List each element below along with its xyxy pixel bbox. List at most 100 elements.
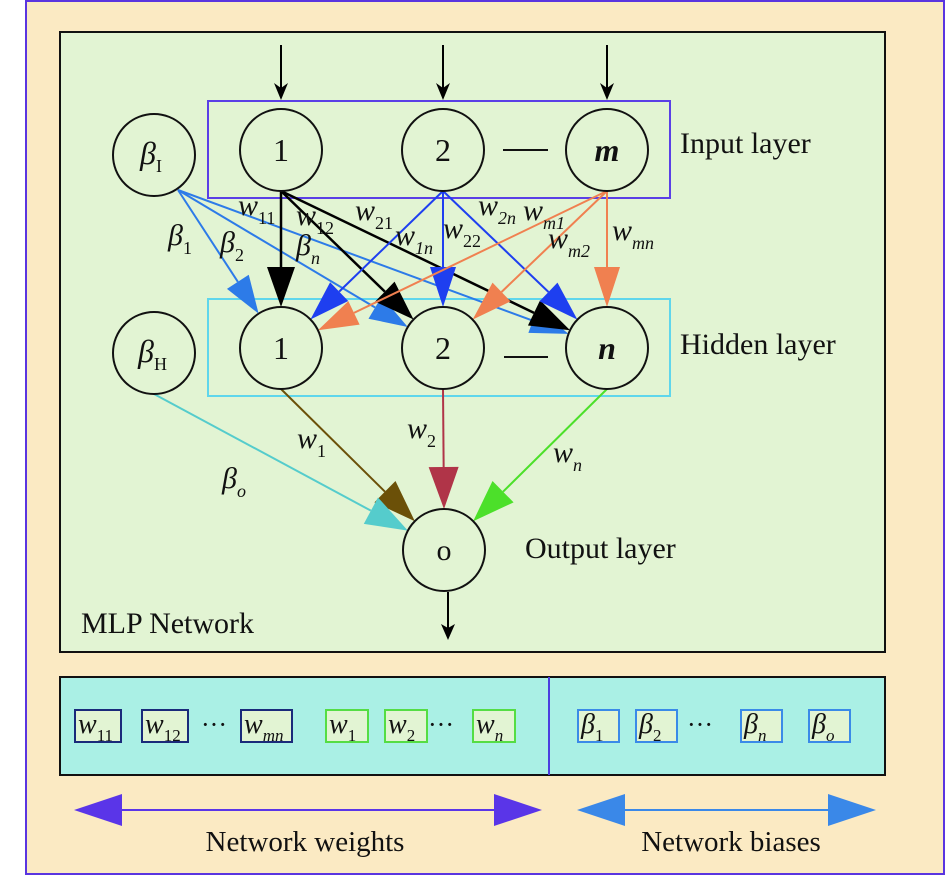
edge-wm2 bbox=[472, 190, 608, 320]
edge-label-wmn-sub: mn bbox=[632, 233, 654, 253]
nodes bbox=[112, 108, 649, 592]
edge-wm1 bbox=[317, 190, 608, 331]
edge-label-w2n-symbol: w bbox=[478, 189, 498, 222]
edge-out-w2 bbox=[428, 388, 459, 509]
param-betan-label: βn bbox=[743, 709, 766, 745]
param-w12-label-symbol: w bbox=[145, 709, 164, 740]
edge-label-w22-sub: 22 bbox=[463, 231, 481, 251]
edge-label-out-wn: wn bbox=[553, 436, 582, 475]
edge-w23 bbox=[442, 190, 578, 320]
input-layer-box bbox=[207, 100, 671, 199]
network-biases-arrow-right-head bbox=[828, 794, 876, 826]
input-bias-sub: I bbox=[156, 156, 162, 176]
edge-label-betan-symbol: β bbox=[295, 229, 311, 262]
hidden-layer-label: Hidden layer bbox=[680, 328, 836, 361]
network-weights-label: Network weights bbox=[206, 826, 405, 858]
input-arrows bbox=[274, 45, 614, 100]
hidden-layer-box bbox=[207, 298, 671, 397]
param-w12-label: w12 bbox=[145, 709, 181, 745]
param-w11-label-sub: 11 bbox=[97, 726, 113, 745]
hidden-bias-node-label: βH bbox=[137, 333, 167, 374]
edge-label-out-wn-symbol: w bbox=[553, 436, 573, 469]
param-wn-label: wn bbox=[476, 709, 503, 745]
param-betao-label: βo bbox=[811, 709, 834, 745]
edge-out-w1-head bbox=[374, 481, 415, 522]
param-w2-label-symbol: w bbox=[388, 709, 407, 740]
edge-w21-line bbox=[338, 190, 444, 293]
edge-label-w11-symbol: w bbox=[238, 189, 258, 222]
edge-w22-head bbox=[430, 267, 456, 307]
edge-wm1-head bbox=[317, 301, 360, 331]
edge-w11-head bbox=[267, 267, 295, 307]
edge-label-w21-sub: 21 bbox=[375, 213, 393, 233]
input-arrow-2-head bbox=[436, 83, 450, 100]
mlp-network-title: MLP Network bbox=[81, 607, 254, 640]
edge-label-w2n-sub: 2n bbox=[498, 208, 516, 228]
param-wmn bbox=[240, 709, 293, 743]
edge-w21 bbox=[310, 190, 444, 320]
param-w11 bbox=[74, 709, 122, 743]
hidden-node-n-label: n bbox=[598, 330, 616, 366]
param-w2 bbox=[384, 709, 428, 743]
param-beta2-label: β2 bbox=[638, 709, 661, 745]
edge-label-w11: w11 bbox=[238, 189, 275, 228]
param-wmn-label-symbol: w bbox=[244, 709, 263, 740]
hidden-bias-symbol: β bbox=[137, 333, 154, 369]
input-node-3 bbox=[565, 108, 649, 192]
edge-w22 bbox=[430, 191, 456, 307]
network-biases-arrow-left-head bbox=[577, 794, 625, 826]
edge-wm1-line bbox=[353, 190, 608, 314]
edge-label-w12-symbol: w bbox=[296, 199, 316, 232]
edge-w13-head bbox=[527, 300, 571, 331]
edge-label-wm2-symbol: w bbox=[548, 222, 568, 255]
ellipsis-weights-output: ··· bbox=[428, 710, 454, 739]
param-beta2 bbox=[635, 709, 678, 743]
param-beta2-label-sub: 2 bbox=[653, 726, 662, 745]
param-betao-label-sub: o bbox=[826, 726, 835, 745]
output-node bbox=[402, 508, 486, 592]
edge-label-betan-sub: n bbox=[311, 248, 320, 268]
edge-out-w1 bbox=[280, 388, 415, 522]
edge-out-w3-head bbox=[473, 481, 514, 522]
network-weights-arrow-right-head bbox=[494, 794, 542, 826]
edge-w23-head bbox=[539, 282, 578, 320]
hidden-node-2-label: 2 bbox=[435, 330, 451, 366]
edge-label-wmn: wmn bbox=[612, 214, 654, 253]
param-wn-label-symbol: w bbox=[476, 709, 495, 740]
input-bias-node bbox=[112, 113, 196, 197]
param-betan bbox=[740, 709, 783, 743]
param-beta2-label-symbol: β bbox=[638, 709, 653, 740]
edge-label-out-w2-symbol: w bbox=[407, 412, 427, 445]
edge-label-beta1: β1 bbox=[167, 219, 192, 258]
edge-label-out-w1-symbol: w bbox=[297, 422, 317, 455]
edge-out-bias-head bbox=[363, 497, 408, 531]
input-bias-edge-1 bbox=[177, 189, 259, 314]
edge-label-w22-symbol: w bbox=[443, 212, 463, 245]
param-betao-label-symbol: β bbox=[811, 709, 826, 740]
param-w2-label-sub: 2 bbox=[407, 726, 416, 745]
hidden-node-1 bbox=[239, 306, 323, 390]
input-arrow-3-head bbox=[600, 83, 614, 100]
param-wn bbox=[472, 709, 516, 743]
param-beta1-label: β1 bbox=[580, 709, 603, 745]
edge-w12-head bbox=[375, 281, 414, 320]
param-w12-label-sub: 12 bbox=[164, 726, 181, 745]
edge-out-w3 bbox=[473, 388, 608, 522]
legend-arrows bbox=[74, 794, 876, 826]
edge-label-w11-sub: 11 bbox=[258, 208, 275, 228]
edge-label-out-w1-sub: 1 bbox=[317, 441, 326, 461]
edge-out-w2-head bbox=[428, 466, 459, 509]
edge-label-wm1-symbol: w bbox=[523, 194, 543, 227]
param-w1-label: w1 bbox=[329, 709, 356, 745]
hidden-node-2 bbox=[401, 306, 485, 390]
edge-label-beta2: β2 bbox=[219, 226, 244, 265]
edge-label-beta2-sub: 2 bbox=[235, 245, 244, 265]
param-betan-label-symbol: β bbox=[743, 709, 758, 740]
param-w12 bbox=[141, 709, 189, 743]
input-bias-edge-1-head bbox=[226, 274, 259, 314]
output-node-label: o bbox=[437, 534, 452, 567]
edge-label-w21: w21 bbox=[355, 194, 393, 233]
